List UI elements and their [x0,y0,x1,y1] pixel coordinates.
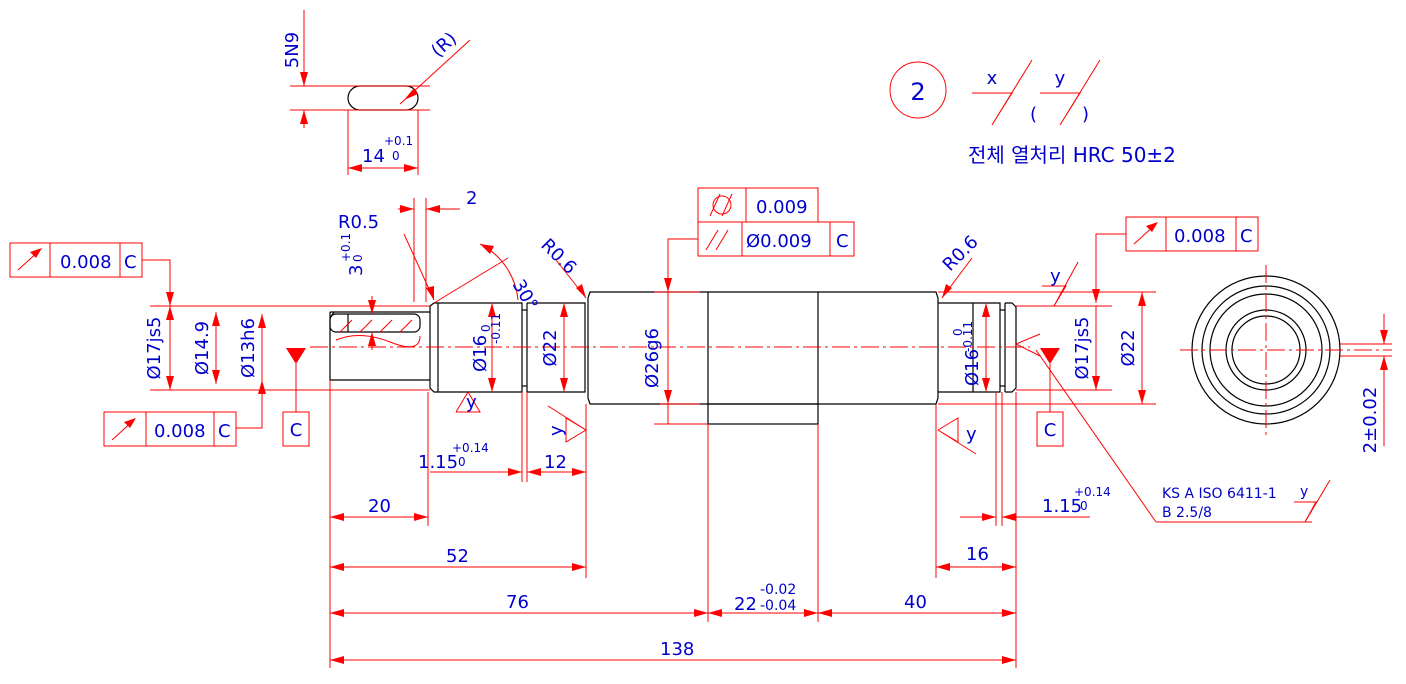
svg-text:y: y [966,424,977,445]
radius-r06-right: R0.6 [939,232,983,276]
svg-text:0.008: 0.008 [1174,226,1226,247]
svg-text:0: 0 [479,324,493,332]
dim-138: 138 [660,639,694,660]
surface-x-label: x [987,68,998,89]
dim-phi17js5-right: Ø17js5 [1072,317,1093,380]
svg-text:0: 0 [351,254,365,262]
svg-text:C: C [290,420,303,441]
surface-y-mid: y [546,405,587,443]
dim-groove-right: 1.15 [1042,496,1082,517]
end-view-offset-dim: 2±0.02 [1360,387,1381,454]
svg-text:B 2.5/8: B 2.5/8 [1162,505,1212,521]
dim-16: 16 [966,544,989,565]
dim-76: 76 [506,592,529,613]
svg-text:y: y [1300,484,1308,500]
surface-y-left: y [455,391,481,413]
svg-text:C: C [1044,420,1057,441]
svg-text:y: y [466,392,477,413]
dim-12: 12 [544,452,567,473]
cylindricity-frame: 0.009 [697,187,819,223]
svg-text:+0.14: +0.14 [1074,485,1111,499]
end-view: 2±0.02 [1180,265,1392,453]
radius-r06-left: R0.6 [536,235,580,279]
svg-text:0.009: 0.009 [756,197,808,218]
svg-text:-0.02: -0.02 [760,582,796,598]
dim-phi26g6: Ø26g6 [642,328,663,388]
open-paren: ( [1030,104,1037,125]
svg-text:+0.14: +0.14 [452,441,489,455]
dim-20: 20 [368,496,391,517]
surface-y-right-bottom: y [937,417,977,455]
datum-c-right: C [1036,348,1064,447]
keyway-radius: (R) [427,28,461,61]
dim-phi22-right: Ø22 [1118,329,1139,366]
dim-3: 3 [346,265,367,276]
keyway-length: 14 [362,146,385,167]
runout-frame-right: 0.008 C [1092,216,1259,303]
dim-phi13h6: Ø13h6 [238,318,259,378]
svg-text:y: y [1050,266,1061,287]
svg-text:0: 0 [1080,499,1088,513]
svg-text:y: y [546,425,567,436]
datum-c-left: C [282,348,310,447]
dim-groove-left: 1.15 [418,452,458,473]
svg-text:-0.11: -0.11 [489,313,503,344]
dim-phi149: Ø14.9 [192,321,213,375]
surface-finish-symbol-y: y [1040,59,1101,126]
surface-finish-symbol-x: x [972,59,1033,126]
svg-text:C: C [124,252,137,273]
surface-y-right-top: y [1042,261,1079,307]
close-paren: ) [1082,104,1089,125]
runout-frame-left-top: 0.008 C [9,242,174,306]
svg-text:C: C [836,231,849,252]
svg-text:0.008: 0.008 [60,252,112,273]
dim-phi16-left: Ø16 [470,335,491,372]
shaft-body [329,291,1017,425]
svg-text:0.008: 0.008 [154,421,206,442]
svg-text:-0.04: -0.04 [760,598,796,614]
svg-text:Ø0.009: Ø0.009 [746,231,812,252]
angle-30: 30° [508,276,542,314]
dim-52: 52 [446,546,469,567]
svg-text:+0.1: +0.1 [339,233,353,262]
dim-2: 2 [466,188,477,209]
runout-frame-left-bottom: 0.008 C [103,380,266,447]
svg-text:+0.1: +0.1 [384,134,413,148]
svg-text:0: 0 [458,455,466,469]
dim-phi16-right: Ø16 [962,349,983,386]
parallelism-frame: Ø0.009 C [664,221,855,292]
center-hole-callout: KS A ISO 6411-1 B 2.5/8 y [1015,333,1331,523]
dim-22: 22 [734,594,757,615]
dim-phi22-left: Ø22 [540,329,561,366]
heat-treatment-note: 전체 열처리 HRC 50±2 [968,143,1176,167]
dim-phi17js5-left: Ø17js5 [144,317,165,380]
part-number: 2 [910,78,925,106]
surface-y-label: y [1055,68,1066,89]
keyway-detail: 5N9 (R) 14 +0.1 0 [282,10,471,175]
svg-text:KS A ISO 6411-1: KS A ISO 6411-1 [1162,486,1277,502]
svg-text:C: C [218,421,231,442]
svg-text:0: 0 [951,328,965,336]
dim-40: 40 [904,592,927,613]
svg-text:0: 0 [392,149,400,163]
part-number-circle [889,61,947,119]
svg-text:-0.11: -0.11 [961,321,975,352]
keyway-width: 5N9 [282,32,303,68]
svg-text:C: C [1240,226,1253,247]
radius-r05: R0.5 [338,212,379,233]
